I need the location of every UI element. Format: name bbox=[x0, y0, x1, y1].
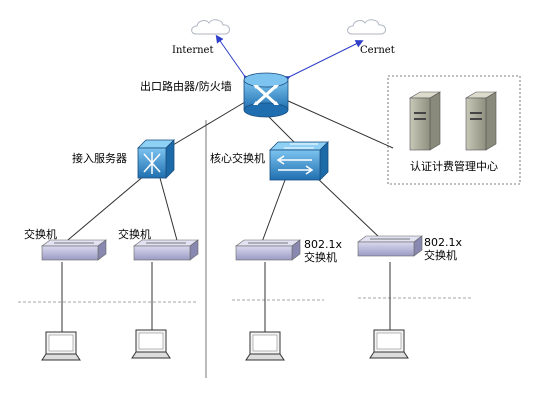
switch-a-label: 交换机 bbox=[24, 228, 57, 241]
laptop-icon bbox=[131, 329, 171, 359]
link-access-switch-a bbox=[61, 174, 146, 246]
server-tower-icon bbox=[464, 91, 498, 151]
link-router-auth bbox=[285, 99, 394, 149]
router-icon bbox=[243, 72, 289, 118]
laptop-icon bbox=[369, 329, 409, 359]
link-core-switch-c bbox=[261, 179, 286, 243]
core-switch-icon bbox=[269, 141, 329, 181]
switch-icon bbox=[235, 239, 301, 261]
access-server-icon bbox=[137, 139, 175, 179]
switch-b-label: 交换机 bbox=[118, 228, 151, 241]
switch-icon bbox=[41, 239, 107, 261]
core-switch-label: 核心交换机 bbox=[210, 152, 265, 165]
cloud-icon bbox=[191, 19, 231, 35]
link-router-core bbox=[265, 113, 299, 147]
links bbox=[61, 99, 394, 334]
auth-center-label: 认证计费管理中心 bbox=[410, 160, 498, 173]
cernet-label: Cernet bbox=[360, 45, 395, 56]
server-tower-icon bbox=[408, 91, 442, 151]
switch-d-label: 802.1x 交换机 bbox=[424, 236, 463, 262]
link-core-switch-d bbox=[314, 175, 381, 239]
switch-icon bbox=[133, 239, 199, 261]
link-router-cernet bbox=[281, 40, 364, 84]
auth-center-box bbox=[387, 75, 521, 185]
link-router-access bbox=[167, 101, 246, 149]
link-access-switch-b bbox=[159, 177, 179, 245]
link-router-internet bbox=[215, 34, 252, 84]
switch-icon bbox=[357, 235, 423, 257]
laptop-icon bbox=[41, 331, 81, 361]
laptop-icon bbox=[245, 331, 285, 361]
internet-label: Internet bbox=[172, 45, 214, 56]
cloud-icon bbox=[347, 19, 387, 35]
access-server-label: 接入服务器 bbox=[72, 152, 127, 165]
switch-c-label: 802.1x 交换机 bbox=[304, 238, 343, 264]
router-label: 出口路由器/防火墙 bbox=[140, 80, 232, 93]
